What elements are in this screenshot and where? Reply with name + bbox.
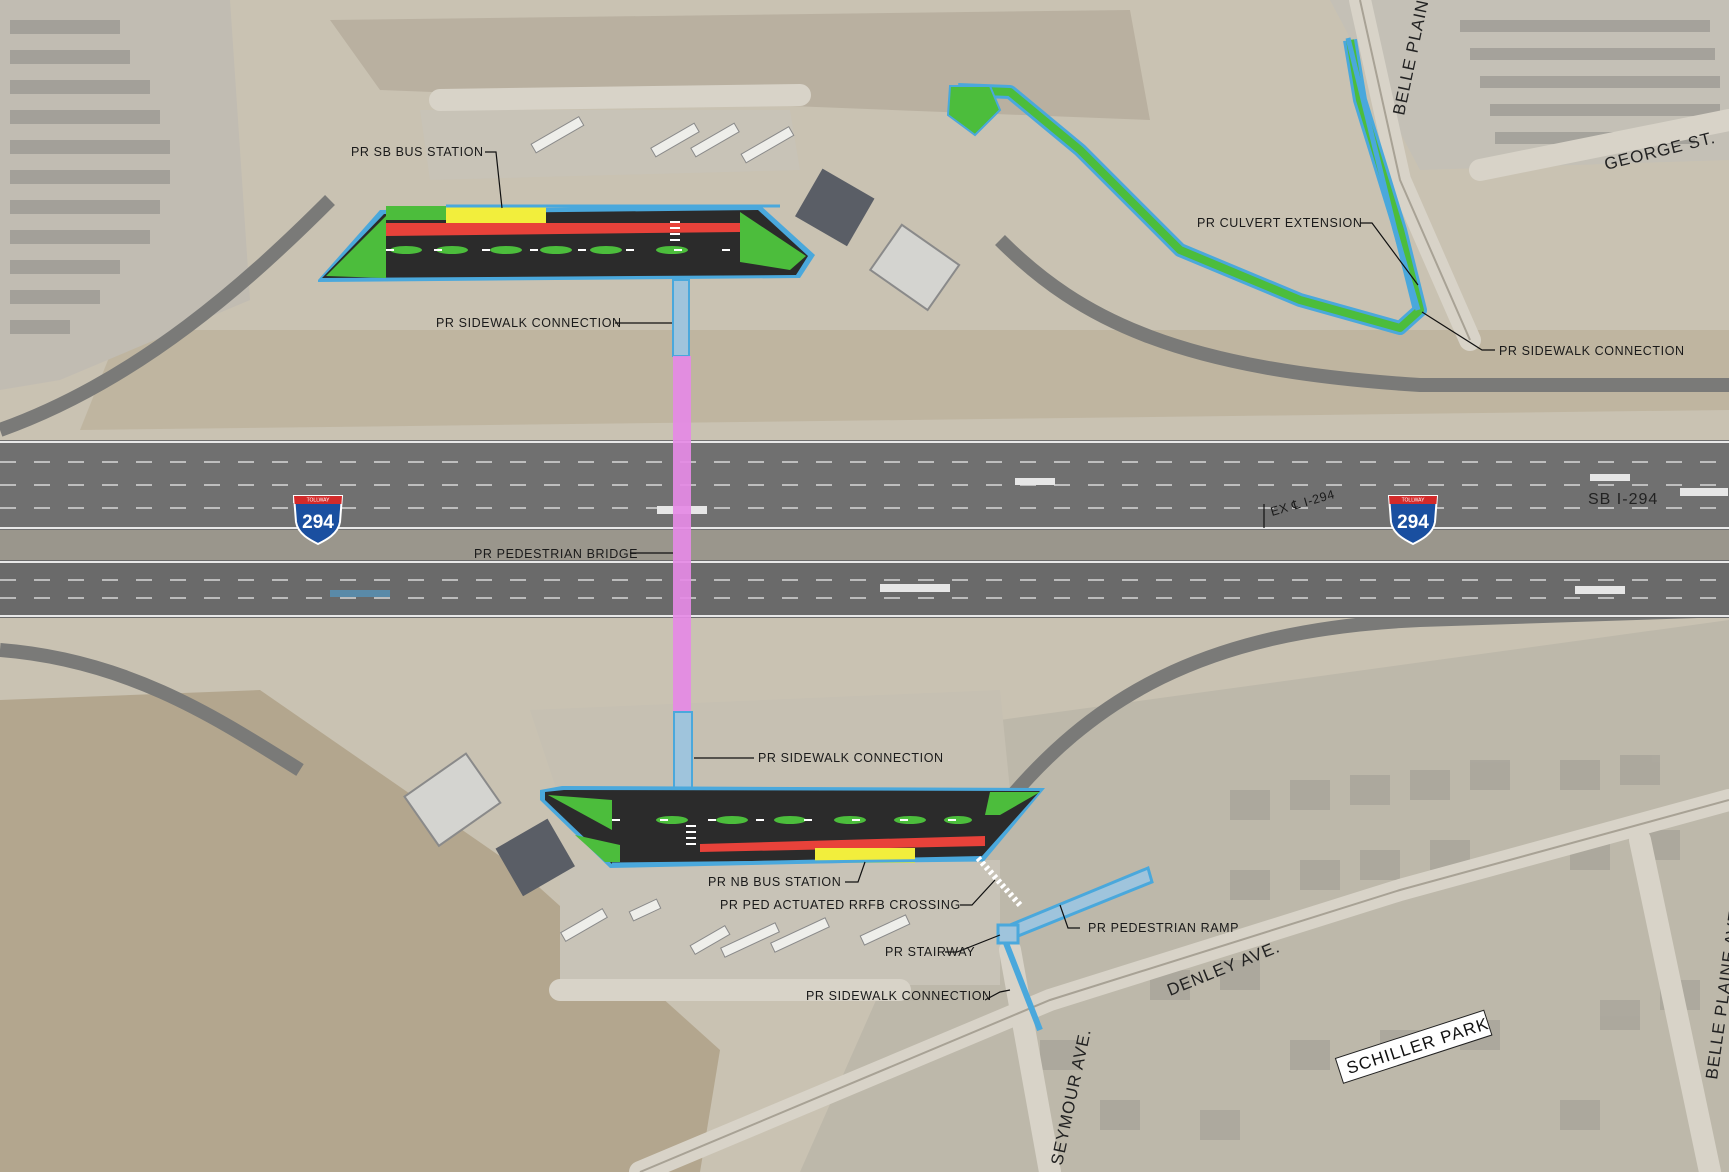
sb-bus-lane: [386, 223, 740, 236]
shield-route-east: 294: [1397, 512, 1429, 533]
local-road-edges: [639, 0, 1729, 1172]
highway-lane-lines: [0, 461, 1729, 599]
south-sidewalk-connection: [673, 711, 693, 793]
label-culvert-extension: PR CULVERT EXTENSION: [1197, 216, 1363, 230]
south-center-lot: [530, 690, 1010, 800]
open-field-southwest: [0, 690, 720, 1172]
sb-landscape-top: [386, 206, 446, 220]
label-sidewalk-southeast: PR SIDEWALK CONNECTION: [806, 989, 992, 1003]
south-parking-structure: [403, 752, 502, 848]
north-station-building: [795, 168, 875, 247]
label-nb-bus-station: PR NB BUS STATION: [708, 875, 841, 889]
stairway: [996, 923, 1020, 945]
shield-banner-west: TOLLWAY: [307, 498, 331, 504]
nb-landscape-east: [985, 792, 1040, 815]
pedestrian-bridge: [673, 356, 691, 712]
highway-edge-lines: [0, 441, 1729, 617]
label-pedestrian-ramp: PR PEDESTRIAN RAMP: [1088, 921, 1239, 935]
highway-nb-roadway: [0, 560, 1729, 618]
sb-bus-platform: [446, 206, 546, 223]
nb-bus-station: [540, 786, 1045, 868]
nb-bus-platform: [815, 848, 915, 863]
shield-route-west: 294: [302, 512, 334, 533]
culvert-west-landscape: [946, 85, 1002, 137]
label-rrfb-crossing: PR PED ACTUATED RRFB CROSSING: [720, 898, 961, 912]
sb-landscape-east: [740, 212, 806, 270]
label-sidewalk-north: PR SIDEWALK CONNECTION: [436, 316, 622, 330]
highway-median: [0, 530, 1729, 560]
south-station-building: [495, 818, 575, 897]
nb-landscape-southwest: [575, 835, 620, 862]
nb-platform-curb: [611, 858, 986, 866]
label-sb-bus-station: PR SB BUS STATION: [351, 145, 484, 159]
label-pedestrian-bridge: PR PEDESTRIAN BRIDGE: [474, 547, 638, 561]
nb-bus-lane: [700, 836, 985, 852]
label-sb-i294: SB I-294: [1588, 491, 1658, 508]
field-north-median: [80, 330, 1729, 430]
sb-lane-islands: [390, 246, 688, 254]
sb-landscape-west: [326, 216, 386, 278]
shield-banner-east: TOLLWAY: [1402, 498, 1426, 504]
north-trucks: [530, 115, 795, 164]
sb-crosswalk: [670, 221, 680, 241]
nb-landscape-west: [548, 795, 612, 830]
interstate-shield-west: TOLLWAY 294: [292, 495, 344, 546]
south-truck-lot: [560, 860, 1000, 985]
nb-crosswalk: [686, 825, 696, 845]
south-trucks: [560, 898, 911, 958]
southeast-sidewalk-connection: [1003, 941, 1043, 1032]
parked-cars-northwest: [10, 20, 170, 334]
north-parking-structure: [868, 223, 961, 312]
northeast-sidewalk-connection: [1345, 37, 1421, 311]
label-sidewalk-northeast: PR SIDEWALK CONNECTION: [1499, 344, 1685, 358]
nb-lane-islands: [656, 816, 972, 824]
interstate-shield-east: TOLLWAY 294: [1387, 495, 1439, 546]
north-sidewalk-connection: [672, 279, 690, 357]
label-stairway: PR STAIRWAY: [885, 945, 975, 959]
callout-leaders: [485, 151, 1495, 1001]
rrfb-crossing: [975, 856, 1023, 907]
label-sidewalk-south: PR SIDEWALK CONNECTION: [758, 751, 944, 765]
sb-station-pavement: [322, 210, 808, 278]
parked-cars-northeast: [1460, 20, 1720, 144]
ramps: [0, 195, 1729, 815]
sb-bus-station: [318, 204, 815, 282]
north-truck-lot: [420, 110, 800, 180]
